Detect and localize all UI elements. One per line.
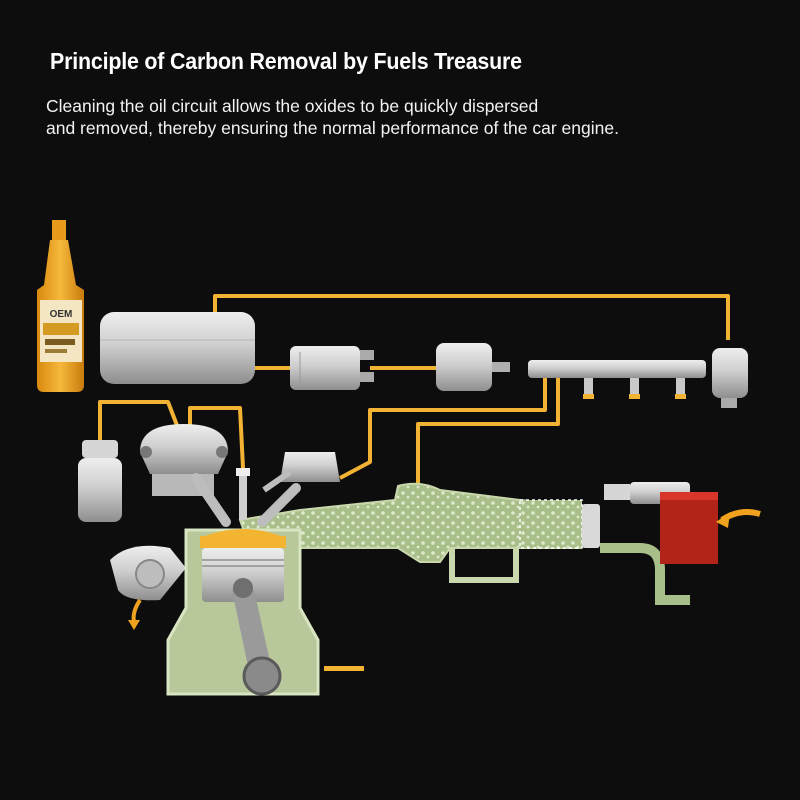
air-filter-icon: [660, 492, 718, 564]
ignition-wire-1: [98, 400, 180, 440]
pressure-regulator-icon: [712, 348, 748, 408]
ignition-coil-icon: [78, 440, 122, 522]
exhaust-arrow-icon: [128, 598, 142, 630]
page-subtitle: Cleaning the oil circuit allows the oxid…: [46, 95, 619, 139]
airflow-arrow-icon: [716, 509, 761, 528]
line-rail-to-engine-2: [416, 372, 560, 500]
subtitle-line-2: and removed, thereby ensuring the normal…: [46, 118, 619, 138]
air-intake-duct: [238, 482, 690, 605]
page-title: Principle of Carbon Removal by Fuels Tre…: [50, 48, 522, 74]
valve-icon: [191, 469, 301, 527]
ignition-wire-2: [188, 406, 245, 469]
piston-icon: [202, 548, 284, 696]
fuel-filter-icon: [436, 343, 510, 391]
cam-cover-icon: [280, 452, 340, 482]
spark-plug-icon: [236, 468, 250, 520]
fuel-additive-bottle-icon: OEM: [37, 220, 84, 392]
line-rail-to-engine-1: [339, 368, 547, 480]
exhaust-manifold-icon: [110, 545, 186, 601]
fuel-tank-icon: [100, 312, 255, 384]
fuel-pump-icon: [290, 346, 374, 390]
bottle-label: OEM: [50, 309, 73, 320]
distributor-icon: [140, 424, 228, 496]
subtitle-line-1: Cleaning the oil circuit allows the oxid…: [46, 96, 539, 116]
fuel-rail-icon: [528, 360, 706, 399]
oil-level-marker: [324, 666, 364, 671]
